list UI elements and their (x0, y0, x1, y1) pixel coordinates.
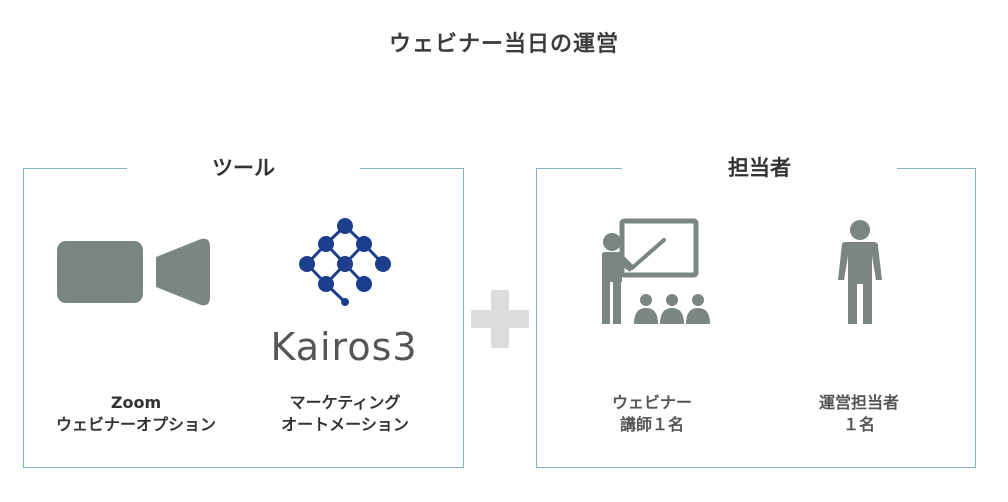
operator-caption: 運営担当者 １名 (779, 392, 939, 436)
lecturer-caption: ウェビナー 講師１名 (572, 392, 732, 436)
zoom-caption-line2: ウェビナーオプション (55, 415, 216, 434)
presenter-icon (594, 216, 714, 326)
operator-caption-line1: 運営担当者 (818, 393, 899, 412)
kairos-caption-line1: マーケティング (289, 393, 401, 412)
zoom-caption: Zoom ウェビナーオプション (36, 392, 236, 436)
kairos3-logo (290, 216, 400, 306)
person-icon (832, 218, 888, 326)
staff-panel: 担当者 (536, 151, 976, 468)
kairos3-logo-text: Kairos3 (270, 325, 418, 369)
staff-heading: 担当者 (622, 151, 897, 185)
lecturer-caption-line2: 講師１名 (619, 415, 684, 434)
page-title: ウェビナー当日の運営 (388, 32, 619, 57)
operator-caption-line2: １名 (842, 415, 875, 434)
video-camera-icon (55, 235, 212, 307)
lecturer-caption-line1: ウェビナー (611, 393, 692, 412)
plus-icon (471, 290, 529, 348)
kairos-caption: マーケティング オートメーション (245, 392, 445, 436)
kairos-caption-line2: オートメーション (281, 415, 409, 434)
tools-heading: ツール (127, 151, 360, 185)
tools-panel: ツール (23, 151, 464, 468)
zoom-caption-line1: Zoom (110, 393, 162, 412)
